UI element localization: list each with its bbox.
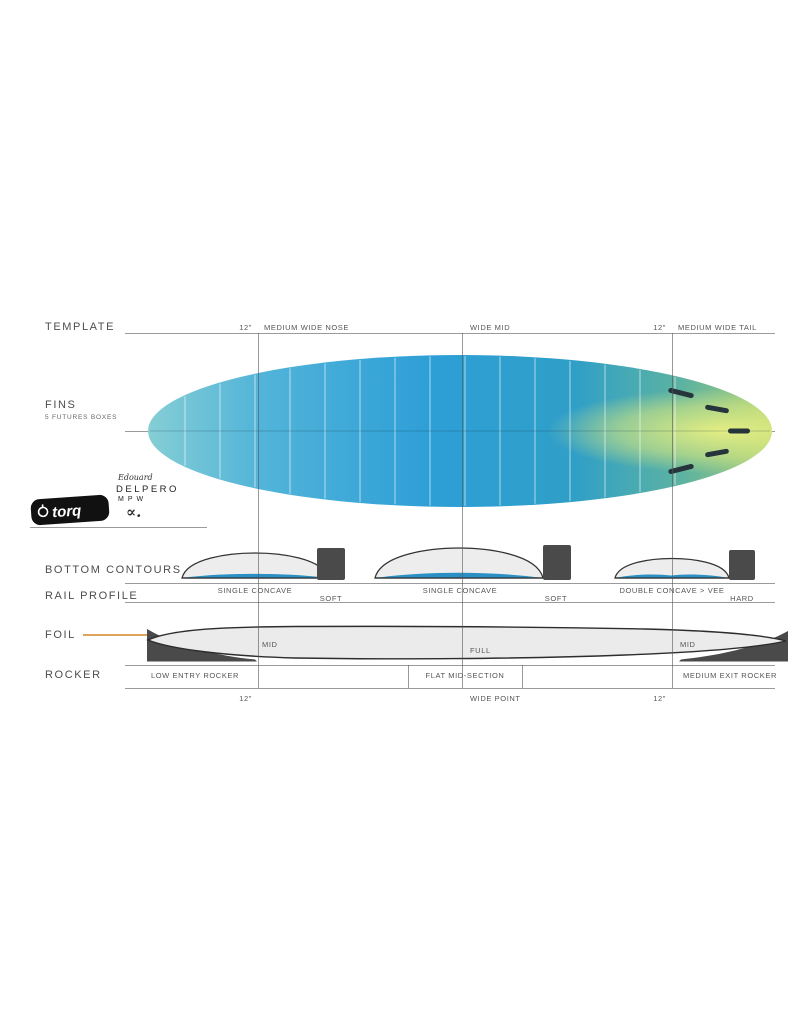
fin-box-front-bottom [668, 463, 694, 475]
tail-rocker-wedge [679, 631, 788, 662]
board-top-view [145, 352, 775, 510]
nose-rail-block [317, 548, 345, 580]
stringer-lines [184, 356, 676, 506]
board-tail-glow [148, 355, 772, 507]
tail-foil-label: MID [680, 640, 696, 649]
tail-measure-label: 12" [653, 323, 666, 332]
nose-measure-line [258, 333, 259, 688]
shaper-script-label: Edouard [118, 473, 153, 482]
mid-rail-label: SOFT [544, 594, 568, 603]
fin-box-rear-top [705, 404, 729, 414]
fins-section-label: FINS [45, 399, 77, 411]
logo-background [30, 494, 110, 526]
nose-foil-label: MID [262, 640, 278, 649]
foil-leader-line [83, 634, 147, 636]
nose-rocker-wedge [147, 629, 257, 662]
mid-deck-dome [374, 547, 544, 579]
fins-sublabel: 5 FUTURES BOXES [45, 414, 118, 421]
fin-box-front-top [668, 387, 694, 399]
rail-profile-section-label: RAIL PROFILE [45, 590, 139, 602]
mid-rocker-label: FLAT MID-SECTION [425, 671, 505, 680]
fin-boxes [668, 387, 750, 475]
model-name-label: DELPERO [116, 484, 179, 495]
rocker-top-rule [125, 665, 775, 666]
foil-profile [146, 625, 787, 660]
flat-section-right-tick [522, 665, 523, 688]
foil-side-view [145, 620, 790, 664]
tail-rail-block [729, 550, 755, 580]
nose-cross-section [180, 550, 330, 580]
mid-concave-band [375, 572, 543, 578]
fin-box-center [728, 428, 750, 434]
mid-contour-label: SINGLE CONCAVE [422, 586, 498, 595]
nose-rocker-label: LOW ENTRY ROCKER [150, 671, 240, 680]
tail-template-label: MEDIUM WIDE TAIL [678, 323, 757, 332]
nose-measure-label: 12" [239, 323, 252, 332]
bottom-contours-section-label: BOTTOM CONTOURS [45, 564, 182, 576]
mid-template-label: WIDE MID [470, 323, 511, 332]
mid-cross-section [373, 545, 545, 580]
mid-measure-line [462, 333, 463, 688]
model-series-label: MPW [118, 496, 148, 503]
rail-profile-rule [125, 602, 775, 603]
baseline-wide-point-label: WIDE POINT [470, 694, 521, 703]
nose-contour-label: SINGLE CONCAVE [217, 586, 293, 595]
logo-text: torq [52, 502, 82, 521]
rocker-section-label: ROCKER [45, 669, 102, 681]
foil-section-label: FOIL [45, 629, 76, 641]
brand-rule [30, 527, 207, 528]
contours-rule [125, 583, 775, 584]
template-section-label: TEMPLATE [45, 321, 116, 333]
baseline-nose-measure: 12" [239, 694, 252, 703]
nose-rail-label: SOFT [319, 594, 343, 603]
nose-concave-band [182, 573, 328, 578]
template-rule [125, 333, 775, 334]
flat-section-left-tick [408, 665, 409, 688]
nose-template-label: MEDIUM WIDE NOSE [264, 323, 350, 332]
mid-rail-block [543, 545, 571, 580]
baseline-tail-measure: 12" [653, 694, 666, 703]
torq-logo: torq [29, 493, 111, 527]
shaper-signature: ∝. [126, 503, 142, 521]
tail-rail-label: HARD [730, 594, 754, 603]
fin-box-rear-bottom [705, 448, 729, 458]
tail-contour-label: DOUBLE CONCAVE > VEE [619, 586, 725, 595]
rocker-bottom-rule [125, 688, 775, 689]
tail-measure-line [672, 333, 673, 688]
tail-rocker-label: MEDIUM EXIT ROCKER [682, 671, 777, 680]
mid-foil-label: FULL [470, 646, 491, 655]
